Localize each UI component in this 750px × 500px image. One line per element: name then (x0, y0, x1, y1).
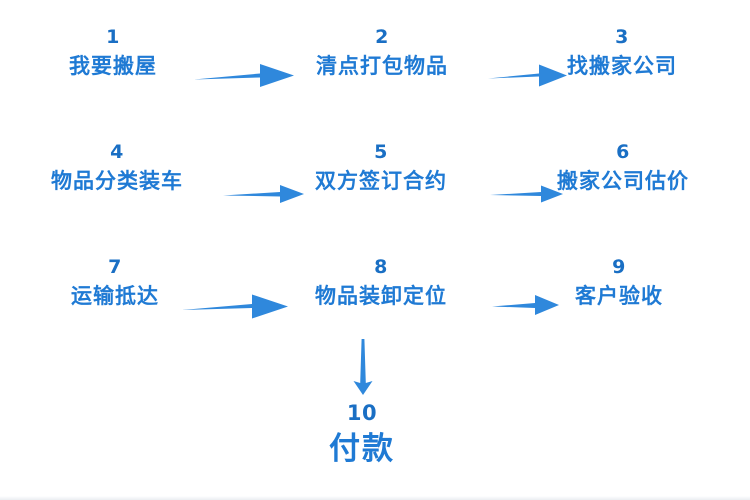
step-node-8[interactable]: 8 物品装卸定位 (315, 258, 447, 307)
step-node-2[interactable]: 2 清点打包物品 (316, 28, 448, 77)
step-label-5: 双方签订合约 (315, 169, 447, 193)
step-number-5: 5 (374, 141, 388, 163)
step-node-7[interactable]: 7 运输抵达 (71, 258, 159, 307)
step-number-6: 6 (616, 141, 630, 163)
step-node-3[interactable]: 3 找搬家公司 (567, 28, 677, 77)
step-number-1: 1 (106, 26, 120, 48)
step-label-10: 付款 (329, 431, 395, 467)
arrow-8-to-10-icon (344, 337, 382, 397)
step-label-8: 物品装卸定位 (315, 284, 447, 308)
arrow-7-to-8-icon (180, 291, 290, 323)
step-number-7: 7 (108, 256, 122, 278)
step-number-2: 2 (375, 26, 389, 48)
arrow-2-to-3-icon (487, 61, 569, 91)
step-number-8: 8 (374, 256, 388, 278)
arrow-1-to-2-icon (192, 60, 296, 92)
step-node-4[interactable]: 4 物品分类装车 (51, 143, 183, 192)
arrow-5-to-6-icon (489, 183, 565, 205)
step-label-7: 运输抵达 (71, 284, 159, 308)
step-node-5[interactable]: 5 双方签订合约 (315, 143, 447, 192)
step-label-4: 物品分类装车 (51, 169, 183, 193)
step-node-1[interactable]: 1 我要搬屋 (69, 28, 157, 77)
step-number-9: 9 (612, 256, 626, 278)
step-label-1: 我要搬屋 (69, 54, 157, 78)
arrow-8-to-9-icon (491, 292, 561, 318)
step-label-2: 清点打包物品 (316, 54, 448, 78)
step-node-9[interactable]: 9 客户验收 (575, 258, 663, 307)
step-label-6: 搬家公司估价 (557, 169, 689, 193)
arrow-4-to-5-icon (222, 182, 306, 206)
bottom-edge-shadow (0, 496, 750, 500)
step-number-3: 3 (615, 26, 629, 48)
step-node-10[interactable]: 10 付款 (329, 403, 395, 465)
step-label-9: 客户验收 (575, 284, 663, 308)
step-node-6[interactable]: 6 搬家公司估价 (557, 143, 689, 192)
step-number-4: 4 (110, 141, 124, 163)
step-label-3: 找搬家公司 (567, 54, 677, 78)
step-number-10: 10 (346, 401, 378, 425)
